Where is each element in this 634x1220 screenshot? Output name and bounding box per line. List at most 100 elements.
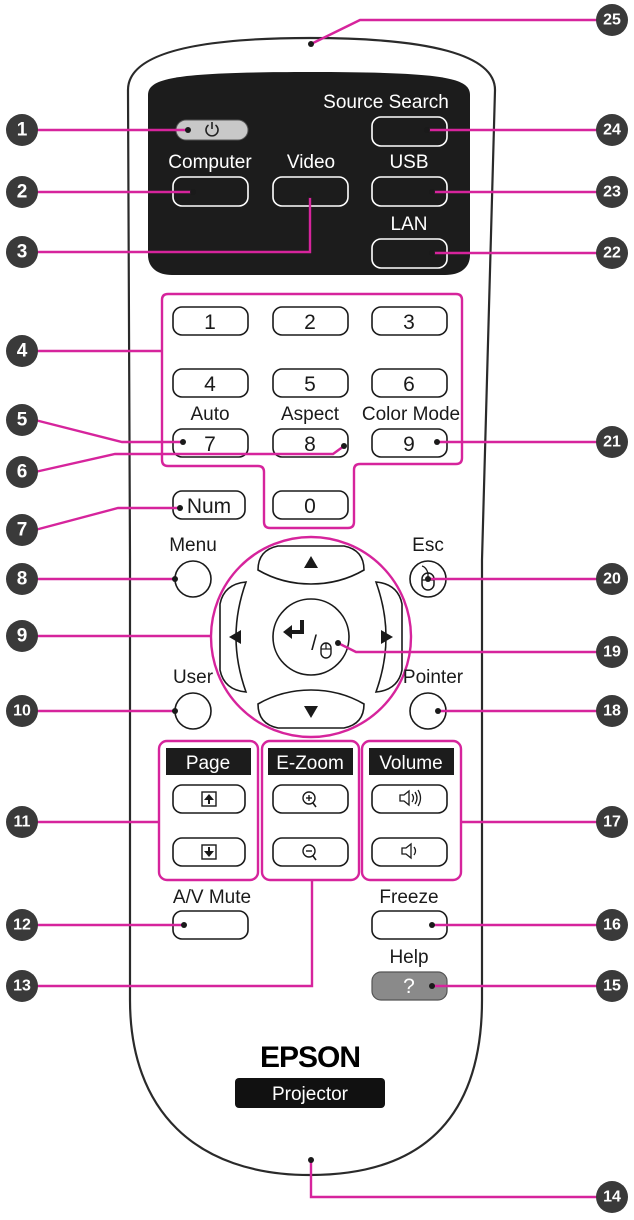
av-mute-label: A/V Mute [173, 887, 251, 908]
page-group [157, 739, 260, 882]
callout-18: 18 [603, 703, 621, 720]
leader-dots [172, 41, 441, 1163]
ezoom-group [260, 739, 361, 882]
callout-25-badge [596, 4, 628, 36]
callout-4: 4 [17, 341, 28, 362]
callout-12-badge [6, 909, 38, 941]
callout-13-badge [6, 970, 38, 1002]
key-0-label: 0 [304, 495, 316, 518]
callout-21-badge [596, 426, 628, 458]
help-key-label: ? [403, 975, 415, 998]
numeric-keypad-group [160, 292, 464, 530]
left-arrow-icon [229, 630, 241, 644]
callout-16-badge [596, 909, 628, 941]
esc-label: Esc [412, 535, 444, 556]
zoom-in-icon [302, 791, 317, 808]
menu-label: Menu [169, 535, 217, 556]
key-8-label: 8 [304, 433, 316, 456]
callout-6-badge [6, 456, 38, 488]
callout-17-badge [596, 806, 628, 838]
color-mode-label: Color Mode [362, 404, 460, 425]
callout-7: 7 [17, 520, 28, 541]
ezoom-header [268, 748, 353, 775]
dpad: / [219, 545, 403, 729]
key-8-aspect[interactable] [272, 428, 349, 458]
callout-22: 22 [603, 245, 621, 262]
key-6[interactable] [371, 368, 448, 398]
volume-group [360, 739, 463, 882]
callout-3-badge [6, 236, 38, 268]
lan-label: LAN [391, 214, 428, 235]
key-1[interactable] [172, 306, 249, 336]
callout-8-badge [6, 563, 38, 595]
volume-down-icon [401, 842, 417, 860]
key-2-label: 2 [304, 311, 316, 334]
key-3[interactable] [371, 306, 448, 336]
auto-label: Auto [190, 404, 229, 425]
callout-11: 11 [14, 814, 31, 831]
enter-slash: / [311, 632, 317, 655]
key-4[interactable] [172, 368, 249, 398]
usb-label: USB [389, 152, 428, 173]
callout-5-badge [6, 404, 38, 436]
help-label: Help [389, 947, 428, 968]
ezoom-label: E-Zoom [276, 753, 344, 774]
ezoom-out-button[interactable] [272, 837, 349, 867]
callout-5: 5 [17, 410, 28, 431]
callouts: 1 2 3 4 5 6 7 8 9 10 11 12 13 14 15 16 1… [6, 4, 628, 1213]
ezoom-in-button[interactable] [272, 784, 349, 814]
callout-16: 16 [603, 917, 621, 934]
volume-label: Volume [379, 753, 442, 774]
projector-badge [235, 1078, 385, 1108]
callout-10-badge [6, 695, 38, 727]
key-4-label: 4 [204, 373, 216, 396]
right-arrow-icon [381, 630, 393, 644]
callout-22-badge [596, 237, 628, 269]
page-down-icon [201, 844, 217, 860]
callout-4-badge [6, 335, 38, 367]
callout-15: 15 [603, 978, 621, 995]
power-icon [205, 122, 219, 137]
source-search-button[interactable] [371, 116, 448, 147]
key-5-label: 5 [304, 373, 316, 396]
callout-14-badge [596, 1181, 628, 1213]
source-search-label: Source Search [323, 92, 449, 113]
key-9-label: 9 [403, 433, 415, 456]
pointer-label: Pointer [403, 667, 464, 688]
freeze-label: Freeze [379, 887, 438, 908]
callout-3: 3 [17, 242, 28, 263]
callout-20-badge [596, 563, 628, 595]
callout-1: 1 [17, 120, 28, 141]
key-5[interactable] [272, 368, 349, 398]
num-button[interactable] [172, 490, 246, 520]
callout-12: 12 [13, 917, 31, 934]
volume-down-button[interactable] [371, 837, 448, 867]
video-label: Video [287, 152, 335, 173]
menu-button[interactable] [174, 560, 212, 598]
user-label: User [173, 667, 214, 688]
user-button[interactable] [174, 692, 212, 730]
callout-9: 9 [17, 626, 28, 647]
callout-19-badge [596, 636, 628, 668]
computer-label: Computer [168, 152, 252, 173]
callout-18-badge [596, 695, 628, 727]
callout-15-badge [596, 970, 628, 1002]
callout-23-badge [596, 176, 628, 208]
epson-logo: EPSON [260, 1041, 360, 1074]
callout-7-badge [6, 514, 38, 546]
aspect-label: Aspect [281, 404, 340, 425]
key-2[interactable] [272, 306, 349, 336]
callout-2-badge [6, 176, 38, 208]
callout-20: 20 [603, 571, 621, 588]
callout-9-badge [6, 620, 38, 652]
key-1-label: 1 [204, 311, 216, 334]
callout-19: 19 [603, 644, 621, 661]
key-0[interactable] [272, 490, 349, 520]
callout-2: 2 [17, 182, 28, 203]
down-arrow-icon [304, 706, 318, 718]
leader-lines [34, 18, 602, 1199]
callout-17: 17 [603, 814, 621, 831]
callout-8: 8 [17, 569, 28, 590]
page-up-icon [201, 791, 217, 807]
